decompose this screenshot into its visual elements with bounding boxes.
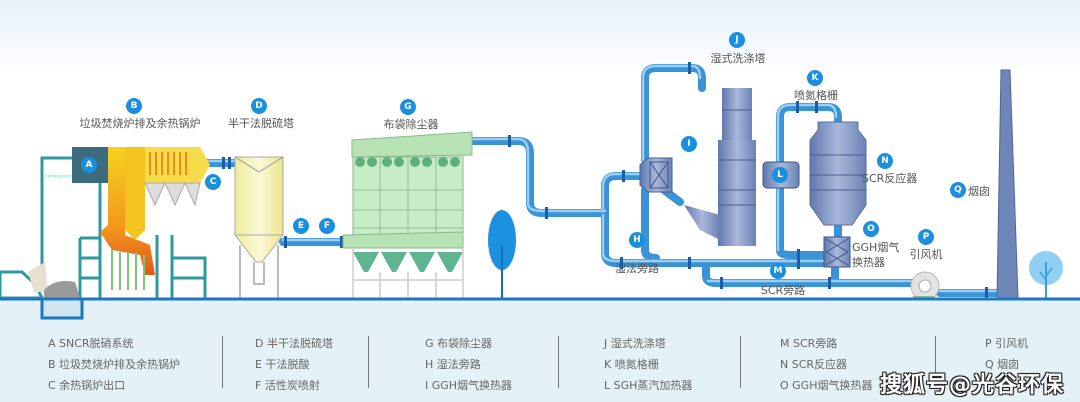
semi-dry-desulfurization-tower (233, 156, 285, 298)
tree-icon (488, 210, 516, 298)
label-h: 湿法旁路 (615, 261, 659, 275)
badge-l: L (772, 167, 788, 183)
legend-column: A SNCR脱硝系统 B 垃圾焚烧炉排及余热锅炉 C 余热锅炉出口 (48, 333, 180, 396)
label-n: SCR反应器 (862, 171, 917, 185)
legend-item: Q 烟囱 (985, 358, 1020, 371)
svg-text:P: P (923, 232, 930, 242)
legend-item: J 湿式洗涤塔 (604, 337, 666, 350)
svg-text:C: C (210, 177, 217, 187)
label-o-line1: GGH烟气 (852, 240, 899, 254)
divider (935, 336, 936, 388)
badge-b: B (126, 98, 142, 114)
svg-text:O: O (867, 224, 875, 234)
badge-h: H (629, 232, 645, 248)
legend-item: B 垃圾焚烧炉排及余热锅炉 (48, 358, 181, 371)
svg-text:Q: Q (954, 185, 962, 195)
legend-item: D 半干法脱硫塔 (255, 337, 333, 350)
svg-text:F: F (324, 221, 330, 231)
scr-reactor (809, 121, 867, 226)
badge-o: O (863, 221, 879, 237)
legend-item: A SNCR脱硝系统 (48, 337, 134, 350)
label-d: 半干法脱硫塔 (228, 116, 294, 130)
svg-text:G: G (404, 102, 411, 112)
divider (368, 336, 369, 388)
svg-text:J: J (734, 35, 738, 45)
label-o-line2: 换热器 (852, 255, 885, 269)
legend-item: E 干法脱酸 (255, 358, 310, 371)
legend-item: M SCR旁路 (780, 337, 838, 350)
badges: A B C D E F G H I J K L M N O P Q (81, 32, 966, 279)
legend-item: F 活性炭喷射 (255, 379, 320, 392)
legend-item: L SGH蒸汽加热器 (604, 379, 693, 392)
badge-n: N (877, 153, 893, 169)
ggh-heat-exchanger (639, 157, 673, 193)
label-j: 湿式洗涤塔 (711, 51, 766, 65)
divider (222, 336, 223, 388)
divider (740, 336, 741, 388)
label-b: 垃圾焚烧炉排及余热锅炉 (80, 116, 201, 130)
pipes (201, 62, 1002, 299)
svg-text:L: L (777, 170, 783, 180)
legend-item: H 湿法旁路 (425, 358, 481, 371)
badge-a: A (81, 157, 97, 173)
boiler (0, 147, 210, 320)
badge-j: J (729, 32, 745, 48)
badge-i: I (681, 136, 697, 152)
legend-item: I GGH烟气换热器 (425, 379, 513, 392)
svg-text:A: A (86, 160, 93, 170)
svg-text:M: M (774, 266, 783, 276)
label-k: 喷氮格栅 (794, 88, 838, 102)
svg-text:N: N (881, 156, 889, 166)
legend-item: N SCR反应器 (780, 358, 848, 371)
badge-f: F (319, 218, 335, 234)
svg-text:D: D (255, 101, 262, 111)
legend-item: P 引风机 (985, 337, 1029, 350)
label-p: 引风机 (910, 247, 943, 261)
label-m: SCR旁路 (761, 283, 805, 297)
ground-area (0, 300, 1080, 402)
watermark: 搜狐号@光谷环保 (880, 373, 1065, 398)
induced-draft-fan (910, 271, 940, 301)
legend-item: C 余热锅炉出口 (48, 379, 126, 392)
legend-column: M SCR旁路 N SCR反应器 O GGH烟气换热器 (780, 333, 872, 396)
svg-text:I: I (687, 139, 690, 149)
label-g: 布袋除尘器 (384, 117, 439, 131)
legend-column: P 引风机 Q 烟囱 (985, 333, 1028, 375)
badge-d: D (251, 98, 267, 114)
divider (558, 336, 559, 388)
badge-k: K (807, 70, 823, 86)
svg-text:E: E (298, 221, 304, 231)
label-q: 烟囱 (968, 184, 990, 198)
badge-e: E (293, 218, 309, 234)
bag-filter (342, 131, 473, 298)
legend-item: G 布袋除尘器 (425, 337, 493, 350)
legend-column: G 布袋除尘器 H 湿法旁路 I GGH烟气换热器 (425, 333, 512, 396)
ggh-heat-exchanger-o (823, 236, 851, 268)
badge-g: G (400, 99, 416, 115)
badge-c: C (205, 174, 221, 190)
badge-q: Q (950, 182, 966, 198)
legend-item: O GGH烟气换热器 (780, 379, 873, 392)
badge-m: M (770, 263, 786, 279)
legend-column: D 半干法脱硫塔 E 干法脱酸 F 活性炭喷射 (255, 333, 333, 396)
svg-text:B: B (131, 101, 138, 111)
wet-scrubber (684, 88, 756, 246)
legend-item: K 喷氮格栅 (604, 358, 659, 371)
legend-column: J 湿式洗涤塔 K 喷氮格栅 L SGH蒸汽加热器 (604, 333, 692, 396)
svg-text:H: H (633, 235, 641, 245)
tree-icon (1029, 251, 1063, 298)
badge-p: P (918, 229, 934, 245)
svg-text:K: K (812, 73, 820, 83)
